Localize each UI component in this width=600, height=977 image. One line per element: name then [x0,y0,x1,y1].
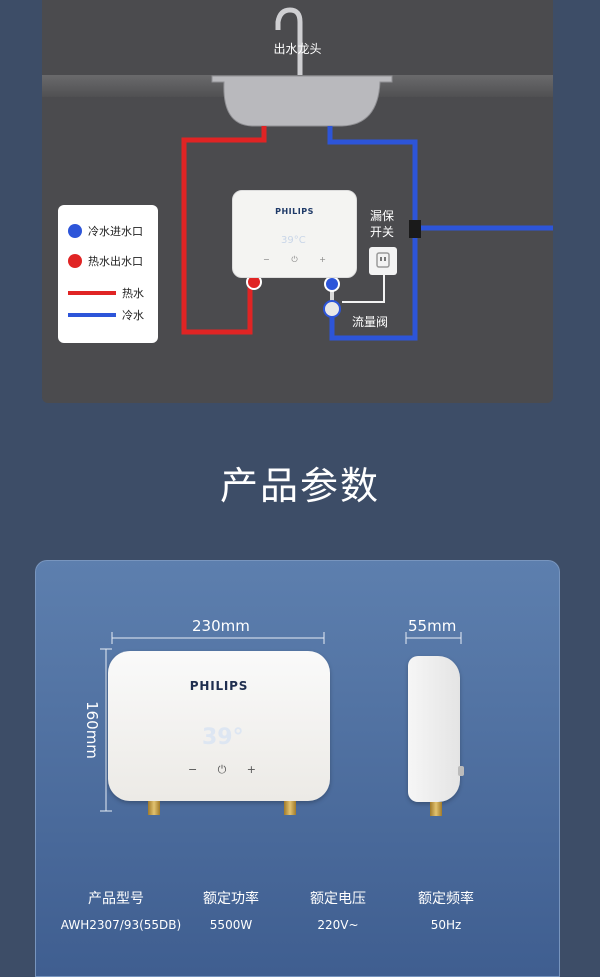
pipe-joint [409,220,421,238]
diagram-graphics [181,7,553,341]
spec-label-voltage: 额定电压 [310,891,366,907]
flow-valve-label: 流量阀 [352,315,389,329]
section-title: 产品参数 [219,464,380,508]
heater-controls: − ⏻ + [263,255,326,265]
spec-card: 230mm 55mm 160mm PHILIPS 39° − ⏻ + 产品型号 … [35,560,560,977]
legend-cold-water-label: 冷水 [122,309,144,322]
spec-label-model: 产品型号 [88,891,144,907]
red-dot-icon [68,254,82,268]
blue-pipe-icon [68,313,116,317]
spec-value-frequency: 50Hz [430,918,462,932]
heater-unit: PHILIPS 39°C − ⏻ + [232,190,357,278]
dimension-lines [100,632,462,812]
product-brand: PHILIPS [189,679,249,693]
legend-cold-inlet: 冷水进水口 [68,223,143,239]
flow-valve-icon [323,300,341,318]
cold-inlet-marker [324,276,340,292]
blue-dot-icon [68,224,82,238]
side-knob-icon [458,766,464,776]
power-icon: ⏻ [217,763,227,776]
spec-value-power: 5500W [209,918,253,932]
power-cord [342,275,385,303]
sink-icon [211,75,393,127]
width-label: 230mm [192,617,250,635]
spec-value-voltage: 220V~ [317,918,359,932]
leakage-switch-line2: 开关 [370,225,395,239]
power-icon: ⏻ [291,255,298,264]
plus-icon: + [319,255,326,264]
legend-cold-water: 冷水 [68,307,144,323]
leakage-switch-label: 漏保 开关 [370,208,394,240]
cold-pipe [327,126,418,341]
product-controls: − ⏻ + [188,763,256,777]
height-label: 160mm [83,701,101,759]
fitting-icon [284,801,296,815]
heater-display: 39°C [281,235,306,246]
faucet-label: 出水龙头 [273,42,322,56]
minus-icon: − [188,763,198,776]
heater-brand: PHILIPS [275,207,314,216]
product-front-view: PHILIPS 39° − ⏻ + [108,651,330,815]
spec-label-power: 额定功率 [203,891,259,907]
fitting-icon [430,802,442,816]
red-pipe-icon [68,291,116,295]
legend-hot-water: 热水 [68,285,144,301]
product-side-view [408,656,464,816]
legend-hot-outlet: 热水出水口 [68,253,143,269]
outlet-icon [369,247,397,275]
diagram-legend: 冷水进水口 热水出水口 热水 冷水 [58,205,158,343]
hot-pipe [181,126,267,335]
depth-label: 55mm [408,617,457,635]
spec-value-model: AWH2307/93(55DB) [60,918,182,932]
legend-hot-water-label: 热水 [122,287,144,300]
product-display: 39° [202,725,244,750]
spec-label-frequency: 额定频率 [418,891,474,907]
leakage-switch-line1: 漏保 [370,209,395,223]
installation-diagram: 出水龙头 PHILIPS 39°C − ⏻ + 漏保 开关 流量阀 冷水进水口 … [42,0,553,403]
minus-icon: − [263,255,270,264]
plus-icon: + [246,763,256,776]
legend-hot-outlet-label: 热水出水口 [88,255,143,268]
faucet-icon [275,7,303,75]
legend-cold-inlet-label: 冷水进水口 [88,225,143,238]
fitting-icon [148,801,160,815]
